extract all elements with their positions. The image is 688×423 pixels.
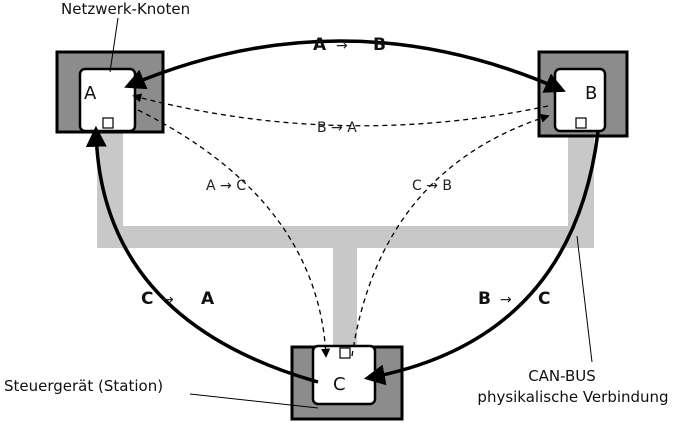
svg-text:B: B xyxy=(373,35,386,55)
svg-text:A: A xyxy=(313,35,327,55)
node-a: A xyxy=(55,50,165,134)
label-a-to-b: A → B xyxy=(313,35,386,55)
label-a-to-c: A → C xyxy=(206,178,246,194)
node-b-label: B xyxy=(585,83,597,104)
svg-text:→: → xyxy=(500,292,512,308)
node-b: B xyxy=(537,50,629,138)
network-node-leader xyxy=(109,17,119,73)
svg-text:→: → xyxy=(162,292,174,308)
node-c-port xyxy=(339,347,351,359)
control-unit-label: Steuergerät (Station) xyxy=(4,377,163,395)
label-b-to-a: B → A xyxy=(317,120,357,136)
control-unit-leader xyxy=(189,393,319,409)
svg-text:A: A xyxy=(201,289,215,309)
svg-text:C: C xyxy=(141,289,153,309)
node-a-label: A xyxy=(84,83,97,104)
node-c-label: C xyxy=(333,374,346,395)
dashed-arrow-c-to-b xyxy=(351,113,550,357)
dashed-arrow-b-to-a xyxy=(132,93,549,127)
node-b-port xyxy=(575,117,587,129)
svg-text:→: → xyxy=(336,38,348,54)
arrow-b-to-c xyxy=(363,131,600,386)
can-bus-leader xyxy=(576,235,593,363)
arrow-a-to-b xyxy=(124,39,566,93)
svg-text:C: C xyxy=(538,289,550,309)
node-c: C xyxy=(290,344,404,421)
can-bus xyxy=(97,128,594,352)
can-bus-sublabel: physikalische Verbindung xyxy=(477,388,668,406)
dashed-arrow-a-to-c xyxy=(137,109,331,358)
bus-stub-c xyxy=(333,246,357,352)
label-c-to-b: C → B xyxy=(412,178,452,194)
network-node-label: Netzwerk-Knoten xyxy=(61,0,190,18)
svg-text:B: B xyxy=(478,289,491,309)
can-bus-label: CAN-BUS xyxy=(528,367,596,385)
label-b-to-c: B → C xyxy=(478,289,550,309)
bus-horizontal xyxy=(97,226,594,248)
node-a-port xyxy=(102,117,114,129)
arrow-c-to-a xyxy=(85,125,319,384)
label-c-to-a: C → A xyxy=(141,289,215,309)
